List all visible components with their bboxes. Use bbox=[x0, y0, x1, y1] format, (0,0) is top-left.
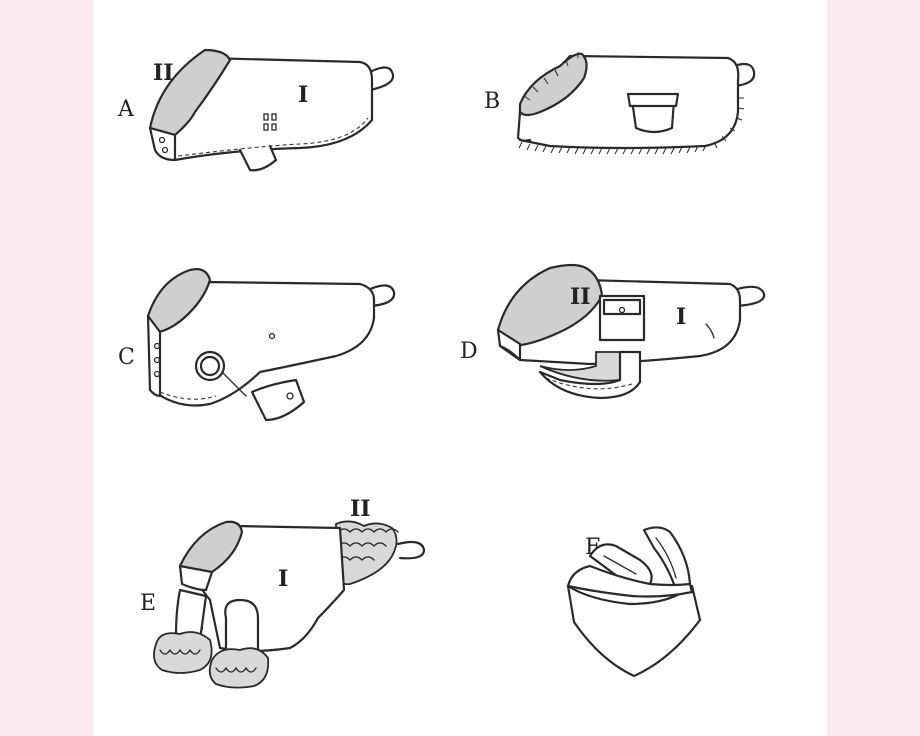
view-d-body-mark: I bbox=[676, 304, 686, 330]
view-f-bandana bbox=[566, 526, 702, 678]
view-a-label: A bbox=[117, 97, 135, 122]
view-e-label: E bbox=[140, 591, 156, 616]
view-b-label: B bbox=[484, 89, 500, 114]
view-e-body-mark: I bbox=[278, 566, 288, 592]
view-e-dress bbox=[153, 520, 426, 689]
view-c-label: C bbox=[118, 345, 135, 370]
view-a-coat bbox=[148, 48, 395, 172]
view-a-collar-mark: II bbox=[153, 60, 174, 86]
view-d-coat bbox=[496, 263, 766, 400]
view-a-body-mark: I bbox=[298, 82, 308, 108]
view-d-label: D bbox=[460, 339, 478, 364]
view-e-ruffle-mark: II bbox=[350, 496, 371, 522]
view-c-coat bbox=[146, 268, 396, 422]
view-b-coat bbox=[516, 52, 756, 155]
view-d-collar-mark: II bbox=[570, 284, 591, 310]
view-f-label: F bbox=[585, 535, 600, 560]
